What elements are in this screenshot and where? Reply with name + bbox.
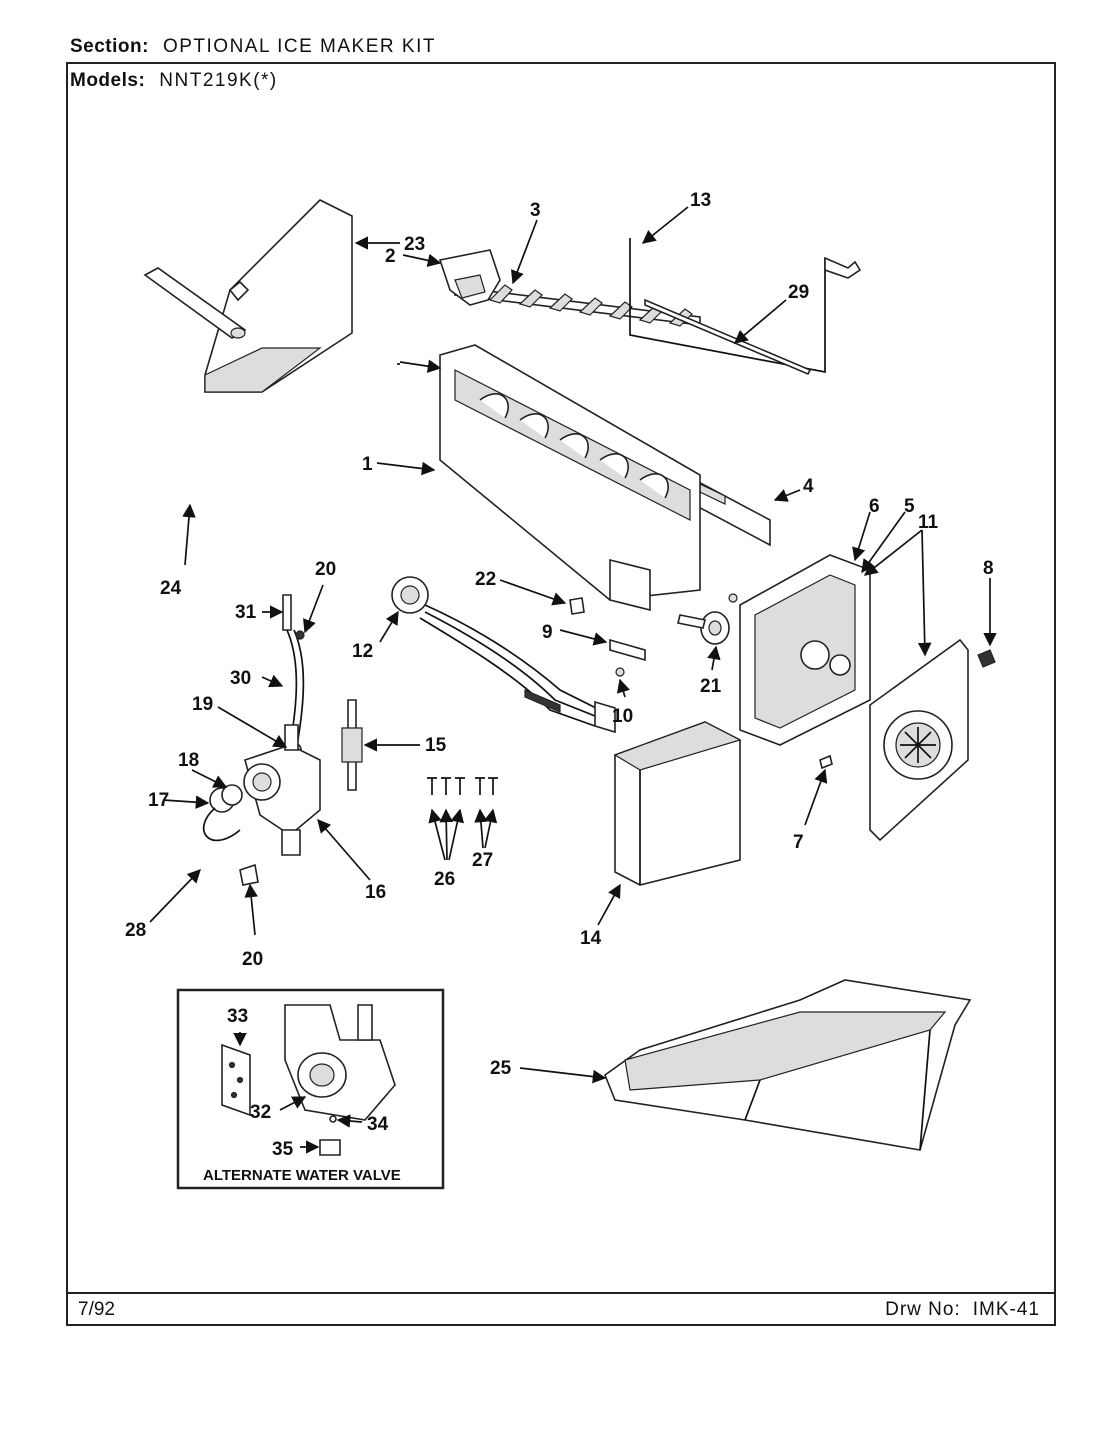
callout-24: 24: [160, 578, 182, 599]
callout-5: 5: [904, 496, 915, 517]
callout-33: 33: [227, 1006, 248, 1027]
callout-7: 7: [793, 832, 804, 853]
part-ice-bin: [604, 979, 972, 1151]
callout-28: 28: [125, 920, 146, 941]
part-small-hardware: [569, 593, 738, 677]
models-label: Models:: [70, 70, 146, 91]
callout-13: 13: [690, 190, 711, 211]
callout-numbers: 23 3 13 29 2 1 4 6 5 11 8 7 22 9 10 21 1…: [125, 190, 994, 1184]
footer-rule: [66, 1292, 1056, 1294]
models-header: Models: NNT219K(*): [70, 70, 278, 92]
callout-18: 18: [178, 750, 199, 771]
part-shutoff-arm: [629, 238, 862, 376]
part-screw-set: [427, 777, 498, 795]
part-ice-mold: [439, 344, 701, 612]
callout-4: 4: [803, 476, 814, 497]
drawing-number-value: IMK-41: [972, 1299, 1040, 1320]
part-motor-housing: [739, 554, 871, 746]
callout-8: 8: [983, 558, 994, 579]
callout-17: 17: [148, 790, 169, 811]
drawing-number: Drw No: IMK-41: [885, 1299, 1040, 1321]
callout-32: 32: [250, 1102, 271, 1123]
callout-27: 27: [472, 850, 493, 871]
callout-14: 14: [580, 928, 602, 949]
callout-2: 2: [385, 246, 396, 267]
part-wiring-harness: [391, 576, 616, 734]
part-fill-tube: [143, 267, 247, 339]
callout-23: 23: [404, 234, 425, 255]
section-label: Section:: [70, 36, 149, 57]
callout-9: 9: [542, 622, 553, 643]
callout-20-bottom: 20: [242, 949, 263, 970]
section-header: Section: OPTIONAL ICE MAKER KIT: [70, 36, 436, 58]
callout-20-top: 20: [315, 559, 336, 580]
section-value: OPTIONAL ICE MAKER KIT: [162, 36, 436, 57]
callout-12: 12: [352, 641, 373, 662]
callout-21: 21: [700, 676, 722, 697]
callout-3: 3: [530, 200, 541, 221]
drawing-number-label: Drw No:: [885, 1299, 961, 1320]
part-box: [613, 721, 742, 886]
part-mounting-plate: [869, 638, 969, 842]
callout-29: 29: [788, 282, 809, 303]
leader-lines: [149, 206, 997, 1154]
alternate-water-valve-inset: [176, 988, 445, 1190]
callout-11: 11: [918, 512, 939, 533]
part-bracket: [438, 249, 501, 306]
callout-15: 15: [425, 735, 447, 756]
callout-19: 19: [192, 694, 213, 715]
part-screws: [819, 649, 996, 770]
part-cover-chute: [204, 199, 353, 393]
callout-25: 25: [490, 1058, 512, 1079]
callout-22: 22: [475, 569, 496, 590]
callout-26: 26: [434, 869, 455, 890]
part-coupling: [341, 699, 363, 791]
callout-34: 34: [367, 1114, 389, 1135]
revision-date: 7/92: [78, 1299, 115, 1320]
callout-6: 6: [869, 496, 880, 517]
part-water-valve: [203, 724, 321, 886]
callout-35: 35: [272, 1139, 294, 1160]
callout-31: 31: [235, 602, 257, 623]
callout-10: 10: [612, 706, 633, 727]
models-value: NNT219K(*): [159, 70, 278, 91]
callout-30: 30: [230, 668, 251, 689]
diagram-frame: [66, 62, 1056, 1326]
inset-caption: ALTERNATE WATER VALVE: [203, 1167, 401, 1184]
callout-1: 1: [362, 454, 373, 475]
callout-16: 16: [365, 882, 386, 903]
